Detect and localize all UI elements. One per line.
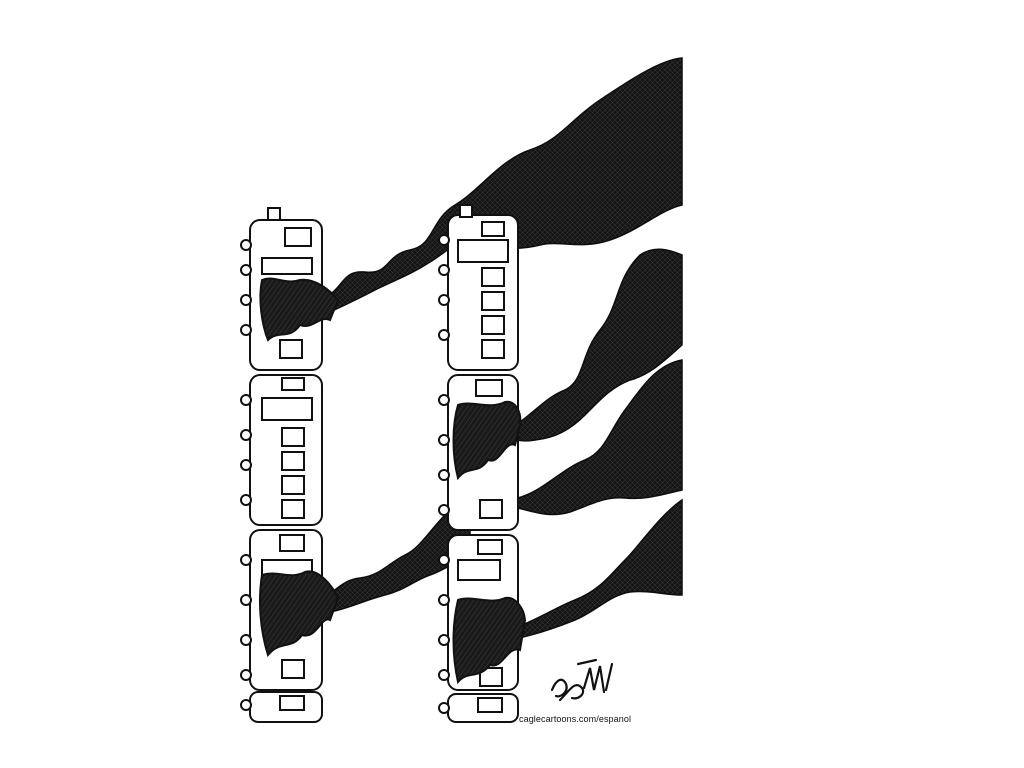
credit-text: caglecartoons.com/espanol bbox=[519, 714, 632, 724]
fire-damage-icon bbox=[259, 570, 340, 658]
smoke-layer bbox=[313, 57, 683, 641]
smoke-plume-icon bbox=[504, 248, 683, 442]
train-car-icon bbox=[447, 204, 519, 371]
wheel-icon bbox=[240, 239, 252, 711]
fire-damage-icon bbox=[452, 596, 527, 685]
train-car-icon bbox=[447, 693, 519, 723]
artist-signature-icon bbox=[550, 658, 614, 702]
fire-damage-icon bbox=[452, 400, 522, 481]
smoke-plume-icon bbox=[318, 57, 683, 313]
fire-damage-icon bbox=[259, 277, 340, 342]
train-car-icon bbox=[249, 374, 323, 526]
right-train bbox=[438, 204, 527, 723]
smoke-plume-icon bbox=[517, 359, 683, 516]
smoke-plume-icon bbox=[503, 498, 683, 641]
train-car-icon bbox=[249, 691, 323, 723]
left-train bbox=[240, 207, 340, 723]
wheel-icon bbox=[438, 234, 450, 714]
